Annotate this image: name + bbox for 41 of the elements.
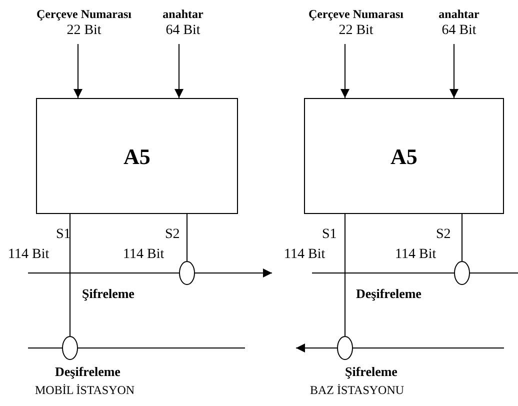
bit-size: 22 Bit bbox=[338, 22, 374, 40]
input-name: anahtar bbox=[162, 6, 204, 22]
xor-circle bbox=[454, 261, 470, 285]
process-box bbox=[36, 98, 238, 214]
bit-size: 22 Bit bbox=[66, 22, 102, 40]
arrow bbox=[296, 344, 338, 352]
input-name: anahtar bbox=[438, 6, 480, 22]
text-label: Deşifreleme bbox=[55, 365, 120, 378]
box-title: A5 bbox=[390, 142, 418, 170]
bit-size: 64 Bit bbox=[166, 22, 200, 40]
text-label: 114 Bit bbox=[8, 248, 50, 262]
connector-line bbox=[28, 272, 180, 274]
xor-circle bbox=[337, 336, 353, 360]
text-label: BAZ İSTASYONU bbox=[310, 384, 404, 396]
text-label: 114 Bit bbox=[123, 248, 164, 262]
text-label: S1 bbox=[322, 228, 337, 242]
text-label: S1 bbox=[56, 228, 71, 242]
text-label: Deşifreleme bbox=[356, 287, 422, 300]
box-title: A5 bbox=[124, 142, 150, 170]
text-label: MOBİL İSTASYON bbox=[35, 384, 135, 396]
text-label: S2 bbox=[436, 228, 451, 242]
input-name: Çerçeve Numarası bbox=[308, 6, 404, 22]
arrow bbox=[450, 44, 458, 98]
text-label: S2 bbox=[165, 228, 180, 242]
input-name: Çerçeve Numarası bbox=[36, 6, 132, 22]
text-label: Şifreleme bbox=[82, 287, 134, 300]
xor-circle bbox=[179, 261, 195, 285]
connector-line bbox=[470, 272, 518, 274]
xor-circle bbox=[62, 336, 78, 360]
arrow bbox=[74, 44, 82, 98]
text-label: 114 Bit bbox=[395, 248, 436, 262]
connector-line bbox=[344, 214, 346, 336]
text-label: Şifreleme bbox=[345, 365, 398, 378]
connector-line bbox=[186, 214, 188, 262]
arrow bbox=[194, 268, 272, 278]
arrow bbox=[174, 44, 184, 98]
process-box bbox=[304, 98, 504, 214]
text-label: 114 Bit bbox=[284, 248, 326, 262]
arrow bbox=[340, 44, 350, 98]
bit-size: 64 Bit bbox=[442, 22, 476, 40]
connector-line bbox=[312, 272, 454, 274]
